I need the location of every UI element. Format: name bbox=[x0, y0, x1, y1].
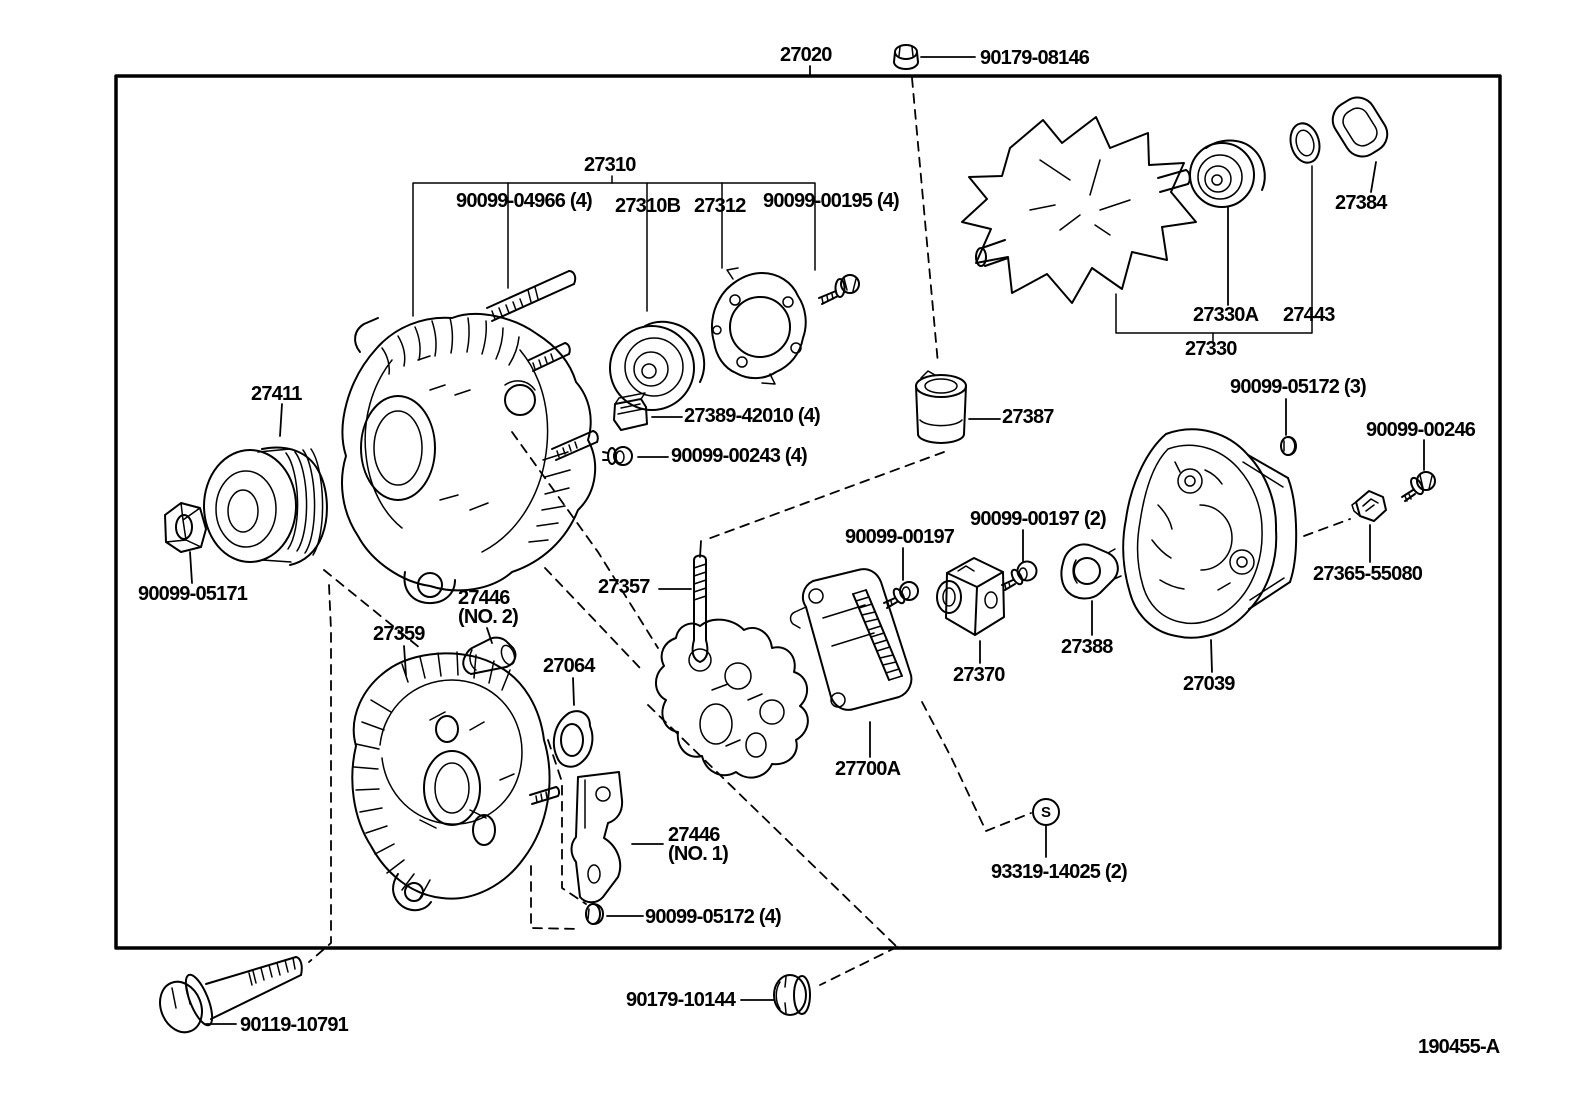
regulator-27370-drawing bbox=[936, 557, 1005, 636]
label-90179-10144: 90179-10144 bbox=[626, 989, 736, 1011]
bearing-27310b-drawing bbox=[609, 320, 706, 411]
nut-90179-10144-drawing bbox=[773, 974, 811, 1016]
terminal-27365-drawing bbox=[1351, 490, 1387, 522]
insulator-27389-drawing bbox=[613, 392, 648, 431]
stud-27357-drawing bbox=[691, 554, 709, 663]
label-27357: 27357 bbox=[598, 576, 650, 598]
leader-27357-tick bbox=[699, 540, 702, 558]
label-27446-no1-line1: 27446 bbox=[668, 824, 720, 846]
label-27310b: 27310B bbox=[615, 195, 681, 217]
cover-27388-drawing bbox=[1060, 543, 1122, 600]
label-90179-08146: 90179-08146 bbox=[980, 47, 1090, 69]
sleeve-27446-no2-drawing bbox=[462, 636, 517, 675]
label-27387: 27387 bbox=[1002, 406, 1054, 428]
leader-27359 bbox=[403, 645, 407, 676]
label-27446-no2-line2: (NO. 2) bbox=[458, 606, 519, 628]
label-90099-00195: 90099-00195 (4) bbox=[763, 190, 900, 212]
grommet-27384-drawing bbox=[1331, 96, 1389, 158]
pulley-27411-drawing bbox=[203, 446, 328, 566]
dash-27365 bbox=[1303, 518, 1351, 537]
label-27365-55080: 27365-55080 bbox=[1313, 563, 1423, 585]
cap-27387-drawing bbox=[915, 370, 967, 444]
label-27446-no2-line1: 27446 bbox=[458, 587, 510, 609]
dash-s-marker bbox=[921, 701, 1032, 832]
rear-housing-27359-drawing bbox=[351, 651, 561, 912]
screw-90099-00246-drawing bbox=[1401, 471, 1436, 502]
bracket-27330 bbox=[1115, 165, 1313, 342]
plate-27064-drawing bbox=[552, 710, 594, 768]
label-27446-no2: 27446 (NO. 2) bbox=[458, 587, 519, 628]
label-27389-42010: 27389-42010 (4) bbox=[684, 405, 821, 427]
s-marker-letter: S bbox=[1040, 804, 1051, 821]
label-90099-05171: 90099-05171 bbox=[138, 583, 248, 605]
nut-90099-05171-drawing bbox=[164, 502, 207, 553]
leader-27064 bbox=[572, 677, 575, 706]
label-27411: 27411 bbox=[251, 383, 302, 405]
label-27330a: 27330A bbox=[1193, 304, 1259, 326]
label-27039: 27039 bbox=[1183, 673, 1235, 695]
leader-27446-no2 bbox=[486, 627, 493, 644]
end-cover-27039-drawing bbox=[1122, 428, 1298, 639]
dash-axis-top-nut bbox=[911, 77, 939, 365]
screw-90099-00197-drawing bbox=[883, 581, 919, 609]
label-90099-05172-4: 90099-05172 (4) bbox=[645, 906, 782, 928]
label-90099-00246: 90099-00246 bbox=[1366, 419, 1476, 441]
front-housing-drawing bbox=[341, 313, 597, 605]
label-27064: 27064 bbox=[543, 655, 595, 677]
bracket-27310 bbox=[412, 175, 816, 317]
label-27312: 27312 bbox=[694, 195, 746, 217]
screw-90099-00243-drawing bbox=[602, 446, 633, 466]
bearing-27330a-drawing bbox=[1189, 139, 1266, 208]
label-27388: 27388 bbox=[1061, 636, 1113, 658]
label-27446-no1-line2: (NO. 1) bbox=[668, 843, 729, 865]
label-90099-04966: 90099-04966 (4) bbox=[456, 190, 593, 212]
diagram-border bbox=[114, 74, 1502, 950]
s-marker-circle bbox=[1032, 798, 1060, 826]
label-27020: 27020 bbox=[780, 44, 832, 66]
figure-code: 190455-A bbox=[1418, 1036, 1500, 1058]
label-90119-10791: 90119-10791 bbox=[240, 1014, 349, 1036]
label-93319-14025: 93319-14025 (2) bbox=[991, 861, 1128, 883]
label-90099-00243: 90099-00243 (4) bbox=[671, 445, 808, 467]
nut-90099-05172-4-drawing bbox=[585, 903, 604, 925]
nut-90179-08146-drawing bbox=[893, 44, 919, 70]
stud-mid-drawing bbox=[528, 342, 571, 372]
nut-90099-05172-3-drawing bbox=[1280, 436, 1297, 456]
ring-27443-drawing bbox=[1289, 122, 1321, 164]
rotor-27330-drawing bbox=[961, 116, 1197, 304]
leader-27411 bbox=[279, 403, 283, 437]
leader-90099-05171 bbox=[189, 551, 193, 584]
stud-terminal-drawing bbox=[551, 430, 599, 461]
stud-90099-04966-drawing bbox=[486, 270, 577, 322]
screw-90099-00197-2-drawing bbox=[1001, 560, 1038, 591]
label-27700a: 27700A bbox=[835, 758, 901, 780]
dash-cap-to-stud bbox=[704, 451, 945, 541]
label-90099-05172-3: 90099-05172 (3) bbox=[1230, 376, 1367, 398]
leader-27039 bbox=[1210, 639, 1213, 673]
bracket-27446-no1-drawing bbox=[570, 771, 624, 904]
bolt-90119-10791-drawing bbox=[159, 956, 303, 1034]
label-27384: 27384 bbox=[1335, 192, 1387, 214]
brush-holder-drawing bbox=[655, 618, 809, 779]
leader-27384 bbox=[1370, 161, 1377, 193]
label-90099-00197: 90099-00197 bbox=[845, 526, 955, 548]
label-90099-00197-2: 90099-00197 (2) bbox=[970, 508, 1107, 530]
label-27330: 27330 bbox=[1185, 338, 1237, 360]
label-27359: 27359 bbox=[373, 623, 425, 645]
label-27443: 27443 bbox=[1283, 304, 1335, 326]
label-27446-no1: 27446 (NO. 1) bbox=[668, 824, 729, 865]
retainer-27312-drawing bbox=[710, 267, 807, 385]
label-27310: 27310 bbox=[584, 154, 636, 176]
rectifier-27700a-drawing bbox=[789, 568, 913, 711]
assembly-dashed-axes bbox=[308, 431, 898, 986]
bolt-90099-00195-drawing bbox=[818, 274, 860, 305]
label-27370: 27370 bbox=[953, 664, 1005, 686]
